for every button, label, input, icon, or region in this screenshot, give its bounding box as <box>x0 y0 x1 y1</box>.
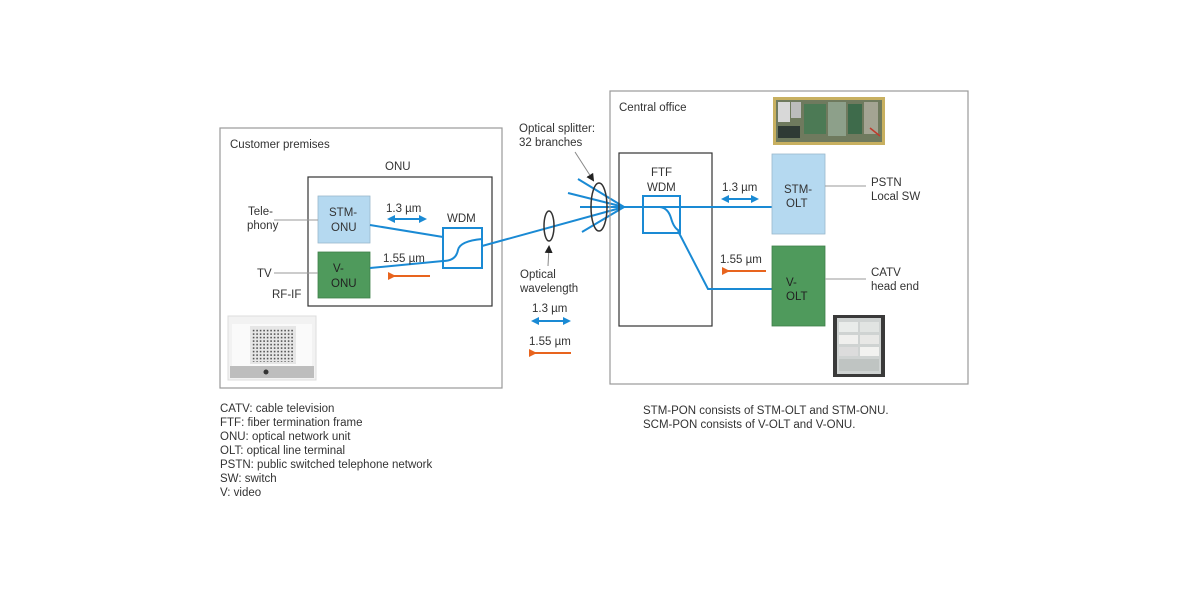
stm-olt-box <box>771 153 826 235</box>
ftf-label-1: FTF <box>651 167 672 179</box>
abbreviation-item: SW: switch <box>220 473 277 485</box>
v-onu-box <box>317 251 371 299</box>
stm-olt-equipment-photo <box>773 97 885 145</box>
onu-down-wavelength: 1.55 µm <box>383 253 425 265</box>
customer-premises-panel: Customer premises ONU STM- ONU V- ONU Te… <box>219 127 503 389</box>
telephony-label-1: Tele- <box>248 206 273 218</box>
co-up-wavelength: 1.3 µm <box>722 182 757 194</box>
stm-onu-label-1: STM- <box>329 207 357 219</box>
ftf-label-2: WDM <box>647 182 676 194</box>
wdm-box <box>442 227 483 269</box>
splitter-branch-2 <box>567 192 625 208</box>
stm-onu-label-2: ONU <box>331 222 357 234</box>
v-olt-label-2: OLT <box>786 291 808 303</box>
splitter-pointer <box>574 151 595 182</box>
stm-onu-fiber <box>369 224 444 238</box>
tv-label: TV <box>257 268 272 280</box>
note-stm-pon: STM-PON consists of STM-OLT and STM-ONU. <box>643 405 889 417</box>
stm-onu-box <box>317 195 371 244</box>
stm-olt-label-2: OLT <box>786 198 808 210</box>
splitter-branch-4 <box>581 206 625 233</box>
abbreviation-item: OLT: optical line terminal <box>220 445 346 457</box>
note-scm-pon: SCM-PON consists of V-OLT and V-ONU. <box>643 419 856 431</box>
abbreviation-item: ONU: optical network unit <box>220 431 351 443</box>
stm-olt-label-1: STM- <box>784 184 812 196</box>
ftf-frame <box>618 152 713 327</box>
optical-wavelength-label-1: Optical <box>520 269 556 281</box>
customer-premises-title: Customer premises <box>230 139 330 151</box>
central-office-panel: Central office FTF WDM STM- OLT PSTN Loc… <box>609 90 969 385</box>
abbreviation-item: V: video <box>220 487 262 499</box>
v-olt-fiber <box>677 230 772 290</box>
optical-network-section: Optical splitter: 32 branches Optical wa… <box>481 123 625 357</box>
catv-label-2: head end <box>871 281 919 293</box>
v-olt-box <box>771 245 826 327</box>
co-down-wavelength: 1.55 µm <box>720 254 762 266</box>
v-onu-label-2: ONU <box>331 278 357 290</box>
wdm-curve <box>442 238 483 262</box>
abbreviation-item: FTF: fiber termination frame <box>220 417 363 429</box>
legend-up-wavelength: 1.3 µm <box>532 303 567 315</box>
optical-wavelength-label-2: wavelength <box>519 283 578 295</box>
splitter-ellipse-icon <box>590 182 608 232</box>
onu-title: ONU <box>385 161 411 173</box>
v-olt-equipment-photo <box>833 315 885 377</box>
pstn-label-2: Local SW <box>871 191 920 203</box>
onu-device-photo <box>227 315 317 381</box>
abbreviation-item: CATV: cable television <box>220 403 335 415</box>
v-olt-label-1: V- <box>786 277 797 289</box>
wavelength-pointer <box>544 245 553 267</box>
abbreviations-list: CATV: cable television FTF: fiber termin… <box>220 402 432 500</box>
telephony-label-2: phony <box>247 220 279 232</box>
onu-frame <box>307 176 493 307</box>
wdm-label: WDM <box>447 213 476 225</box>
onu-up-wavelength: 1.3 µm <box>386 203 421 215</box>
central-office-title: Central office <box>619 102 687 114</box>
abbreviation-item: PSTN: public switched telephone network <box>220 459 433 471</box>
splitter-label-2: 32 branches <box>519 137 583 149</box>
wavelength-ellipse-icon <box>543 210 555 242</box>
catv-label-1: CATV <box>871 267 901 279</box>
trunk-fiber <box>481 206 625 247</box>
splitter-label-1: Optical splitter: <box>519 123 595 135</box>
central-office-frame <box>609 90 969 385</box>
v-onu-label-1: V- <box>333 263 344 275</box>
splitter-branch-1 <box>577 178 625 208</box>
rf-if-label: RF-IF <box>272 289 301 301</box>
pon-notes: STM-PON consists of STM-OLT and STM-ONU.… <box>643 404 889 432</box>
v-onu-fiber <box>369 260 444 269</box>
legend-down-wavelength: 1.55 µm <box>529 336 571 348</box>
pstn-label-1: PSTN <box>871 177 902 189</box>
